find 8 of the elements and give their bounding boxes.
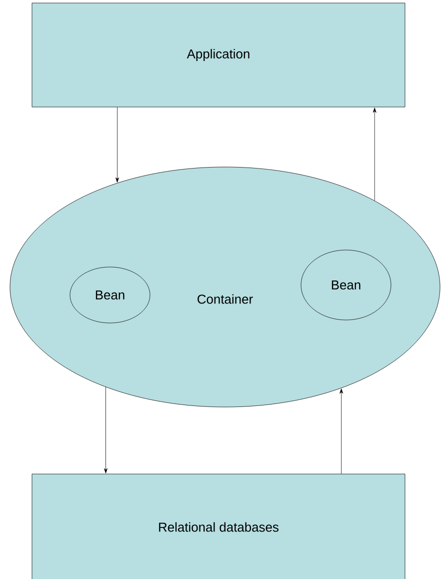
arrow (372, 108, 376, 201)
process-box: Application (32, 2, 406, 108)
node-label: Container (198, 294, 253, 304)
container-ellipse (10, 166, 440, 408)
arrow (116, 107, 120, 183)
process-box: Relational databases (32, 474, 406, 579)
arrow (104, 386, 108, 474)
arrow (340, 388, 344, 474)
